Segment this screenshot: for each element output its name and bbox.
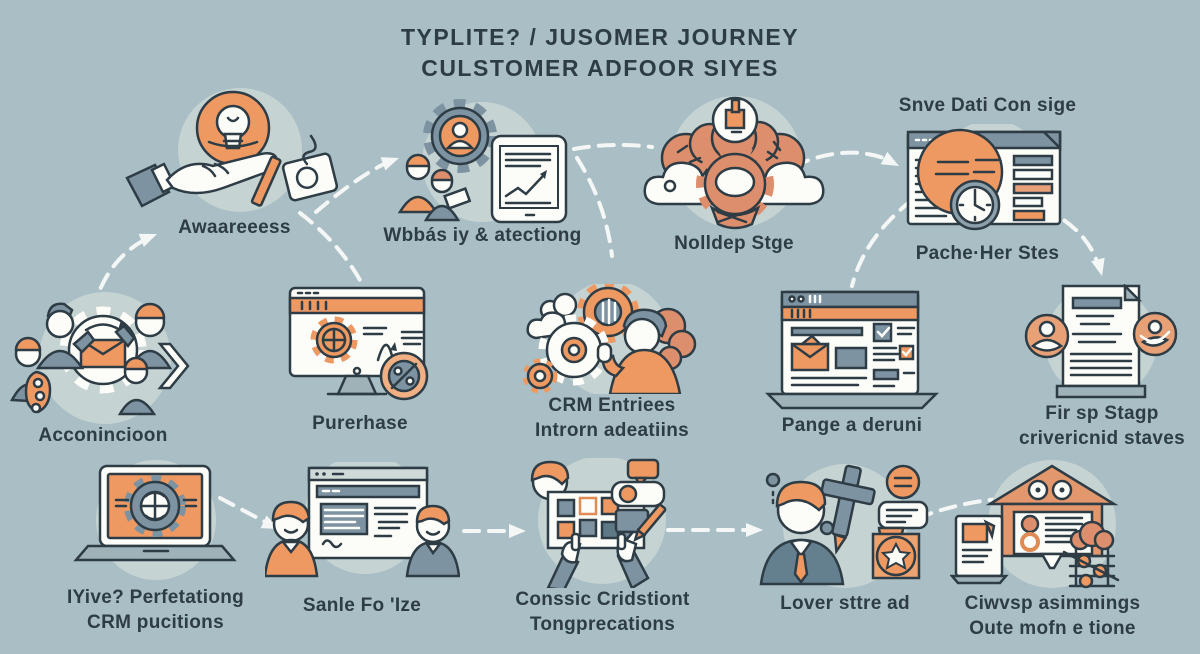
person-badges-icon <box>759 464 928 588</box>
stage-label: Awaareeess <box>178 217 291 238</box>
stage-first-stage: Fir sp Stagp crivericnid staves <box>1012 284 1192 451</box>
stage-crm-performance: IYive? Perfetationg CRM pucitions <box>58 458 253 635</box>
stage-loyal-customer: Lover sttre ad <box>752 462 938 617</box>
hands-dashboard-icon <box>530 458 667 588</box>
stage-label: Wbbás iy & atectiong <box>383 225 582 246</box>
stage-cloud-stage: Nolldep Stge <box>628 92 840 257</box>
browser-clock-icon <box>906 123 1062 230</box>
stage-label-2: Oute mofn e tione <box>969 617 1136 639</box>
document-contacts-icon <box>1024 284 1178 399</box>
stage-label: CRM Entriees <box>548 395 676 416</box>
stage-considerations: Conssic Cridstiont Tongprecations <box>505 458 700 637</box>
browser-people-icon <box>264 462 460 578</box>
stage-label-2: Tongprecations <box>529 613 676 635</box>
stage-label-2: crivericnid staves <box>1019 427 1185 449</box>
stage-label-2: Introrn adeatiins <box>535 419 689 441</box>
monitor-discount-icon <box>288 286 429 401</box>
stage-top-title: Snve Dati Con sige <box>898 95 1077 116</box>
gears-person-icon <box>522 284 697 394</box>
stage-label: IYive? Perfetationg <box>66 587 245 608</box>
page-title-line1: TYPLITE? / JUSOMER JOURNEY <box>400 24 800 50</box>
stage-awareness: Awaareeess <box>112 84 357 241</box>
page-title: TYPLITE? / JUSOMER JOURNEY CULSTOMER ADF… <box>0 22 1200 84</box>
cloud-gear-icon <box>643 96 825 230</box>
stage-label: Lover sttre ad <box>780 593 910 614</box>
stage-cache-sites: Snve Dati Con sige Pache·Her Stes <box>880 94 1095 266</box>
stage-web-attraction: Wbbás iy & atectiong <box>380 96 585 249</box>
stage-label: Acconincioon <box>38 425 168 446</box>
stage-landing-page: Pange a deruni <box>752 290 952 439</box>
stage-purchase: Purerhase <box>262 284 458 437</box>
house-shop-icon <box>950 460 1120 589</box>
stage-label: Sanle Fo 'Ize <box>302 595 422 616</box>
stage-connection: Acconincioon <box>8 288 198 449</box>
laptop-form-icon <box>764 290 940 410</box>
stage-label-2: CRM pucitions <box>87 611 224 633</box>
stage-web-assignments: Ciwvsp asimmings Oute mofn e tione <box>950 460 1155 641</box>
stage-label: Fir sp Stagp <box>1045 403 1159 424</box>
stage-label: Purerhase <box>312 413 408 434</box>
stage-label: Pange a deruni <box>781 415 923 436</box>
gear-user-tablet-icon <box>397 99 568 224</box>
laptop-gear-icon <box>73 460 237 580</box>
stage-label: Nolldep Stge <box>674 233 794 254</box>
stage-sales-flow: Sanle Fo 'Ize <box>263 462 461 619</box>
stage-label: Pache·Her Stes <box>915 242 1060 264</box>
lightbulb-hand-icon <box>124 88 338 212</box>
team-gear-envelope-icon <box>9 292 190 424</box>
stage-label: Ciwvsp asimmings <box>964 593 1141 614</box>
stage-label: Conssic Cridstiont <box>515 589 690 610</box>
page-title-line2: CULSTOMER ADFOOR SIYES <box>421 55 779 82</box>
stage-crm-entries: CRM Entriees Introrn adeatiins <box>512 284 712 443</box>
